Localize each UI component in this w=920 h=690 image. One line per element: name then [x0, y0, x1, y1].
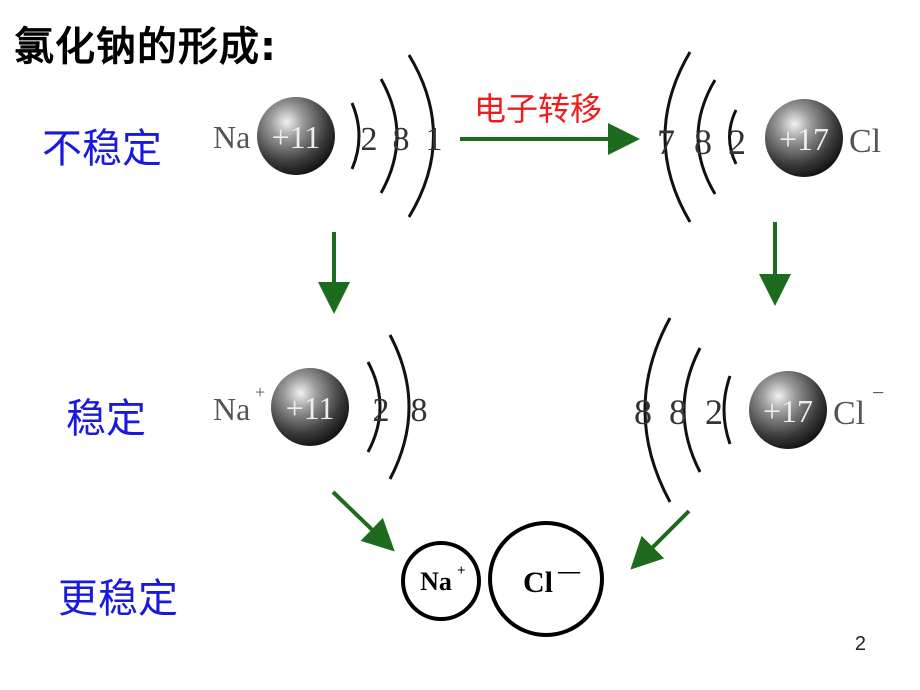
- sodium-atom: Na +11 2 8 1: [213, 54, 443, 218]
- cl-ion-symbol: Cl: [833, 395, 865, 432]
- na-atom-nucleus: [257, 97, 335, 175]
- na-atom-symbol: Na: [213, 119, 250, 155]
- product-cl-charge: —: [557, 558, 581, 583]
- cl-atom-shell-3: [663, 51, 692, 223]
- na-atom-shell-1: [350, 102, 361, 170]
- cl-atom-shell-count-3: 2: [728, 122, 746, 162]
- chlorine-atom: 7 8 2 +17 Cl: [657, 51, 881, 223]
- na-atom-shell-count-1: 2: [361, 121, 378, 158]
- na-atom-nucleus-charge: +11: [272, 119, 321, 155]
- cl-ion-to-product-arrow: [630, 509, 691, 570]
- cl-atom-shell-count-1: 7: [657, 122, 675, 162]
- na-ion-shell-count-1: 2: [373, 392, 390, 429]
- na-ion-symbol: Na: [213, 391, 250, 427]
- slide-title: 氯化钠的形成:: [14, 24, 277, 70]
- cl-atom-shell-1: [728, 109, 738, 165]
- cl-atom-nucleus-charge: +17: [779, 121, 829, 157]
- cl-ion-shell-count-2: 8: [669, 392, 687, 432]
- cl-ion-shell-1: [722, 375, 732, 445]
- label-more-stable: 更稳定: [58, 576, 178, 622]
- cl-ion-shell-2: [682, 347, 702, 473]
- page-number: 2: [854, 633, 866, 655]
- na-ion-to-product-arrow: [331, 490, 395, 552]
- electron-transfer-label: 电子转移: [474, 90, 603, 128]
- na-atom-shell-3: [407, 54, 435, 218]
- sodium-ion: Na + +11 2 8: [213, 334, 428, 480]
- na-atom-shell-count-3: 1: [426, 121, 443, 158]
- cl-atom-shell-count-2: 8: [694, 122, 712, 162]
- na-atom-shell-count-2: 8: [393, 121, 410, 158]
- cl-atom-nucleus: [765, 99, 843, 177]
- cl-atom-shell-2: [696, 79, 717, 195]
- cl-ion-charge: −: [872, 380, 884, 405]
- na-atom-shell-2: [379, 78, 399, 194]
- product-na-ion-circle: [401, 541, 481, 621]
- cl-ion-shell-count-1: 8: [634, 392, 652, 432]
- na-ion-nucleus-charge: +11: [286, 390, 335, 426]
- sodium-chloride-product: Na + Cl —: [401, 521, 604, 637]
- cl-ion-shell-count-3: 2: [705, 392, 723, 432]
- label-stable: 稳定: [66, 396, 146, 442]
- cl-ion-nucleus: [749, 371, 827, 449]
- cl-ion-shell-3: [643, 317, 672, 503]
- chloride-ion: 8 8 2 +17 Cl −: [634, 317, 884, 503]
- product-cl-symbol: Cl: [523, 566, 553, 599]
- na-ion-charge: +: [255, 382, 265, 402]
- na-ion-nucleus: [271, 368, 349, 446]
- cl-ion-nucleus-charge: +17: [763, 393, 813, 429]
- na-ion-shell-count-2: 8: [411, 392, 428, 429]
- cl-atom-symbol: Cl: [849, 123, 881, 160]
- product-na-symbol: Na: [420, 567, 452, 596]
- na-ion-shell-1: [366, 361, 382, 453]
- product-na-charge: +: [457, 563, 466, 579]
- na-ion-shell-2: [388, 334, 411, 480]
- product-cl-ion-circle: [488, 521, 604, 637]
- label-unstable: 不稳定: [42, 126, 162, 172]
